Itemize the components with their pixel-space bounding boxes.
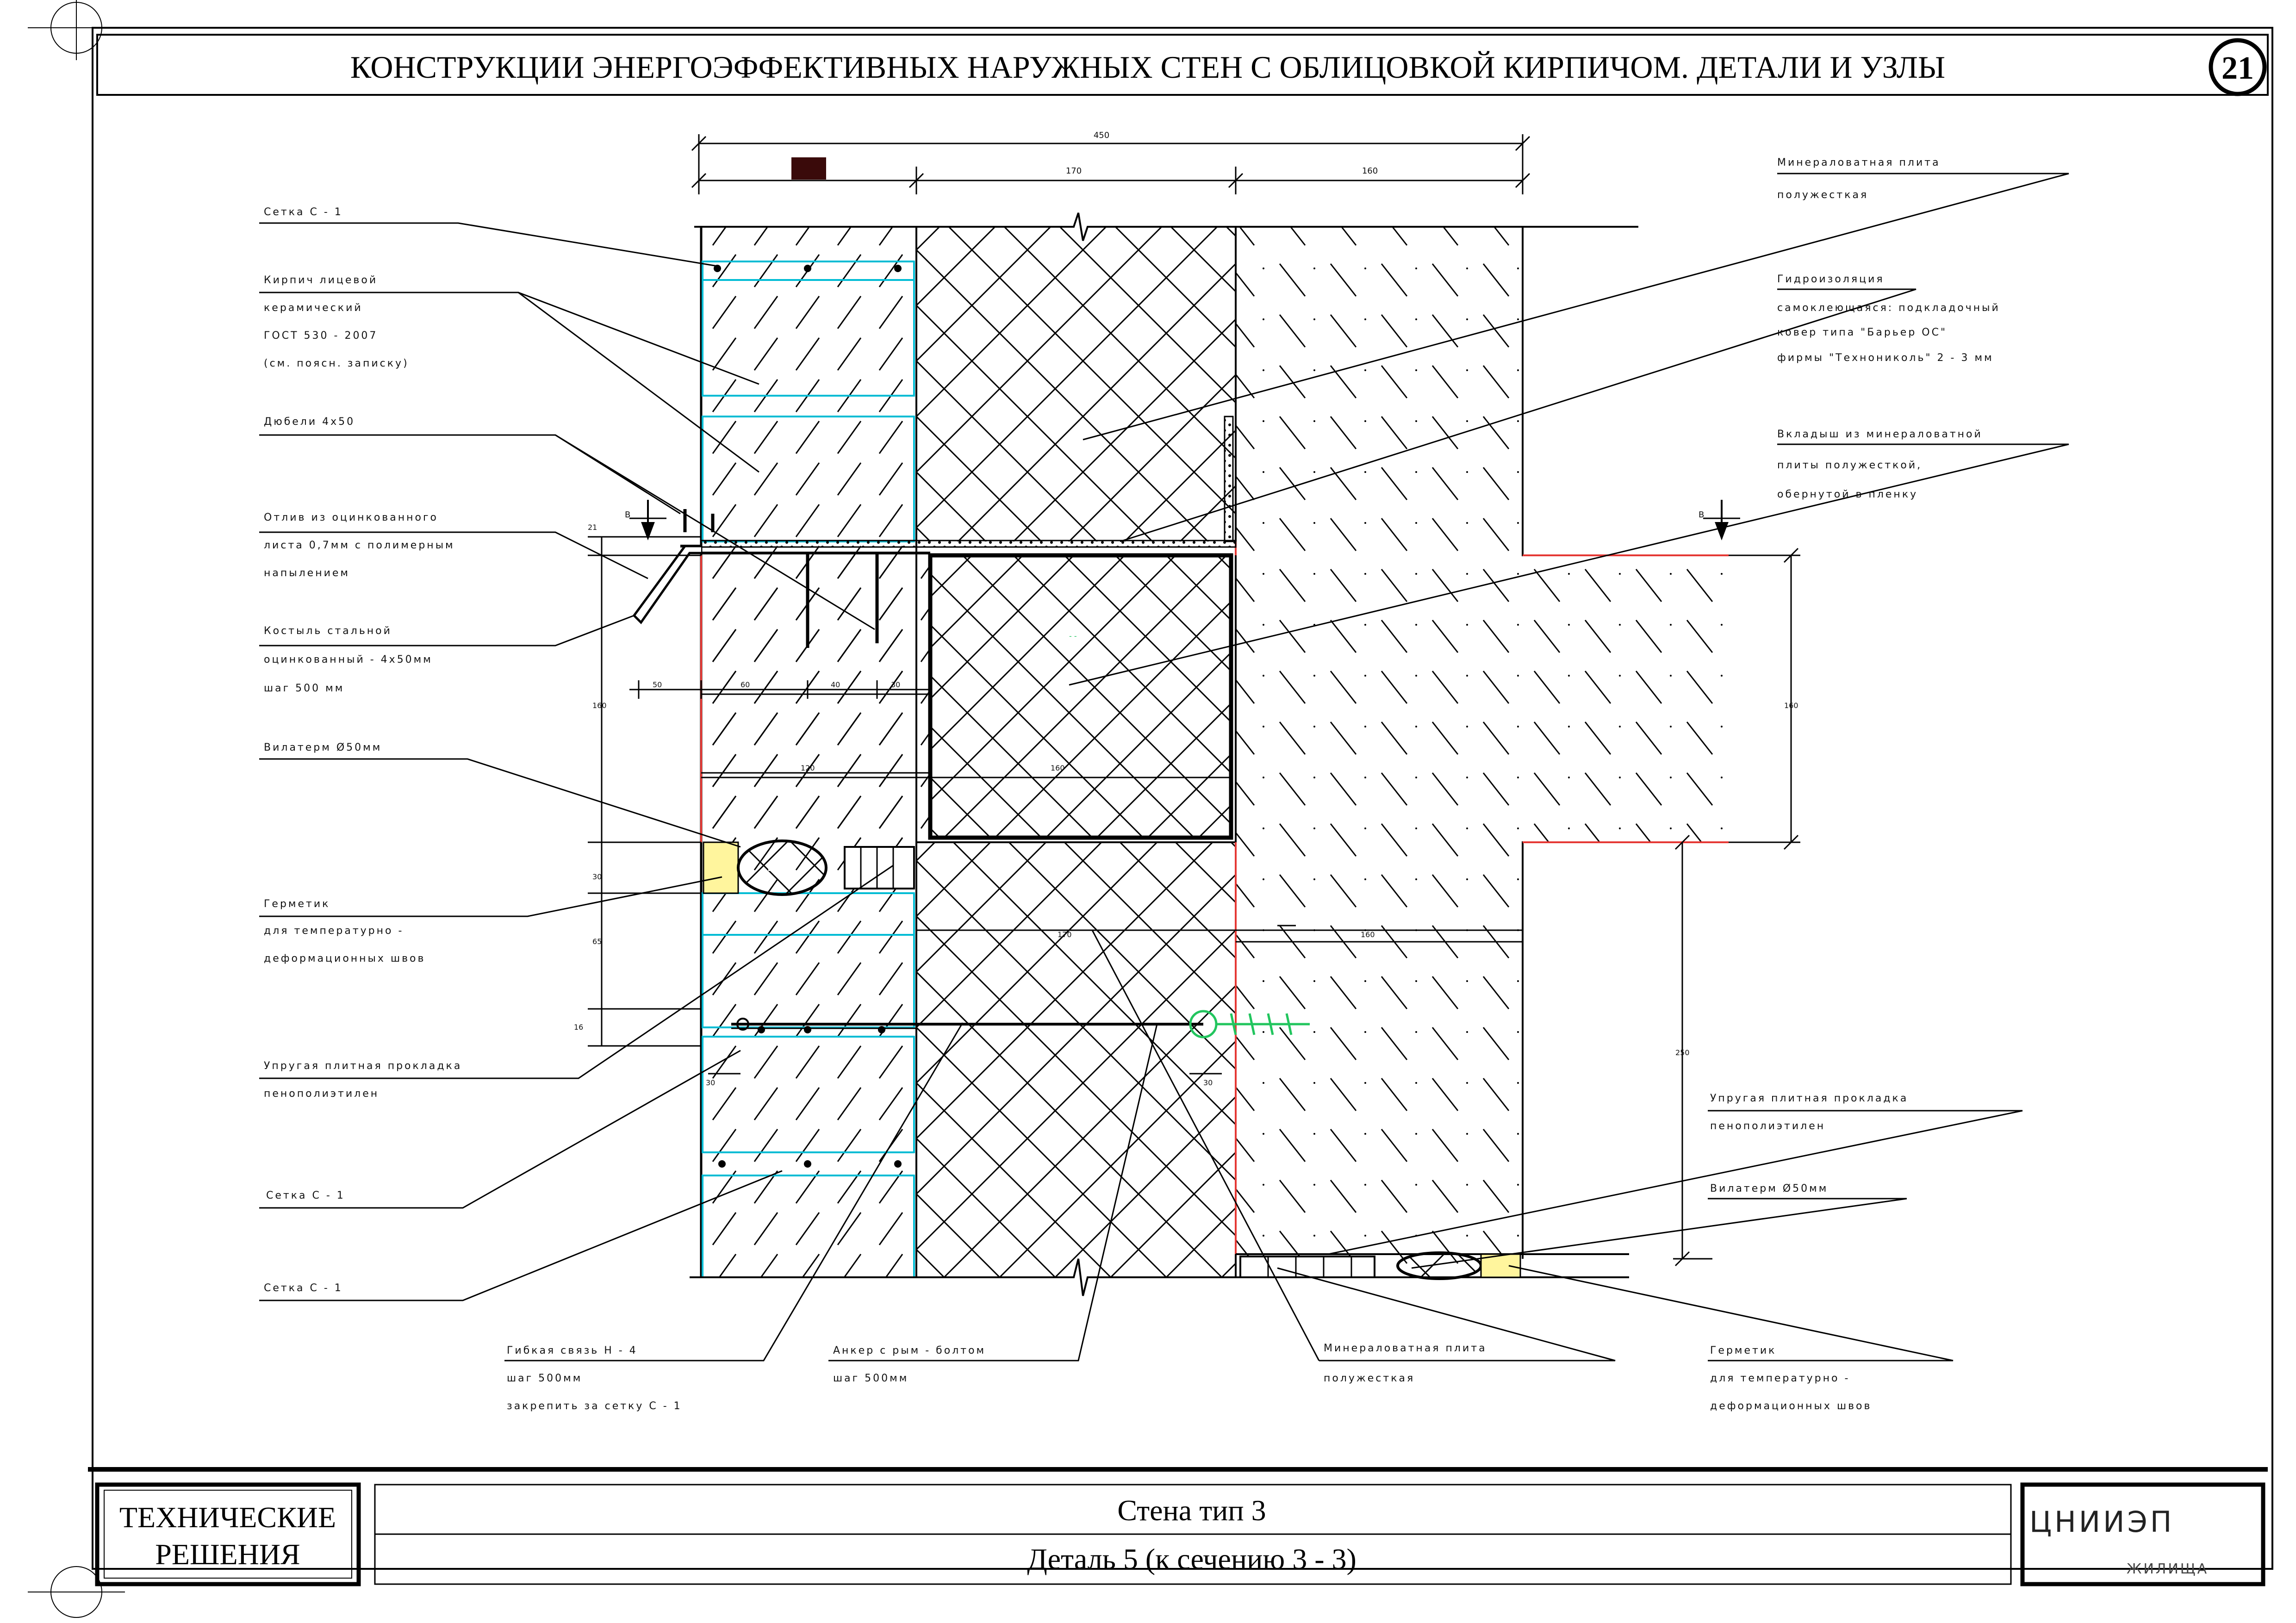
footer-org: ЦНИИЭП xyxy=(2029,1505,2174,1539)
callout-labels: Сетка С - 1 Кирпич лицевой керамический … xyxy=(264,157,2000,1412)
dim-row-50: 50 xyxy=(653,680,662,689)
label-gidro-3: ковер типа "Барьер ОС" xyxy=(1777,327,1947,338)
label-germetik-right-2: для температурно - xyxy=(1710,1373,1850,1384)
footer-tech-line1: ТЕХНИЧЕСКИЕ xyxy=(119,1501,336,1534)
dim-left-a: 21 xyxy=(588,523,597,532)
label-mineral-top-1: Минераловатная плита xyxy=(1777,157,1941,168)
brick-below-shelf xyxy=(700,555,930,842)
dim-tie-30a: 30 xyxy=(706,1078,715,1087)
flexible-tie xyxy=(731,1018,1203,1033)
label-mineral-bottom-2: полужесткая xyxy=(1324,1373,1415,1384)
label-mineral-bottom-1: Минераловатная плита xyxy=(1324,1343,1487,1354)
dim-insulation: 170 xyxy=(1066,166,1082,176)
dim-tie-30b: 30 xyxy=(1203,1078,1213,1087)
dim-row-60: 60 xyxy=(740,680,750,689)
dim-wall: 160 xyxy=(1362,166,1378,176)
label-otliv-2: листа 0,7мм с полимерным xyxy=(264,540,455,551)
anchor-ring-bolt xyxy=(1189,1010,1310,1038)
label-vkladysh-1: Вкладыш из минераловатной xyxy=(1777,429,1983,440)
label-kirpich-3: ГОСТ 530 - 2007 xyxy=(264,330,378,342)
dim-total: 450 xyxy=(1094,131,1109,140)
dim-left-b: 160 xyxy=(592,701,607,710)
label-germetik-left-3: деформационных швов xyxy=(264,953,425,964)
label-anker-1: Анкер с рым - болтом xyxy=(833,1345,986,1356)
dim-mid-120: 120 xyxy=(801,764,815,772)
insulation-insert: - - xyxy=(928,553,1233,840)
label-germetik-left-2: для температурно - xyxy=(264,925,404,937)
label-setka-3: Сетка С - 1 xyxy=(264,1282,343,1294)
dim-mid-160b: 160 xyxy=(1361,930,1375,939)
dim-right-250: 250 xyxy=(1675,1048,1690,1057)
sheet-number-badge xyxy=(2209,38,2267,96)
dim-mid-160: 160 xyxy=(1051,764,1065,772)
top-dimensions xyxy=(691,134,1531,194)
label-gibkaya-1: Гибкая связь Н - 4 xyxy=(507,1345,638,1356)
section-b-right: В xyxy=(1699,510,1704,520)
label-germetik-right-3: деформационных швов xyxy=(1710,1400,1872,1412)
label-vilaterm-left: Вилатерм Ø50мм xyxy=(264,742,382,753)
dim-row-40: 40 xyxy=(831,680,840,689)
sheet-number: 21 xyxy=(2221,50,2254,86)
dim-right-160: 160 xyxy=(1784,701,1798,710)
label-gibkaya-2: шаг 500мм xyxy=(507,1373,582,1384)
section-marker xyxy=(791,157,826,180)
label-germetik-right-1: Герметик xyxy=(1710,1345,1776,1356)
label-kostyl-2: оцинкованный - 4х50мм xyxy=(264,654,433,665)
label-gidro-4: фирмы "Технониколь" 2 - 3 мм xyxy=(1777,352,1994,364)
footer-org-sub: ЖИЛИЩА xyxy=(2127,1561,2209,1577)
dim-left-e: 16 xyxy=(574,1023,583,1032)
label-prokladka-left-1: Упругая плитная прокладка xyxy=(264,1060,462,1072)
waterproofing-strip xyxy=(680,416,1237,554)
label-anker-2: шаг 500мм xyxy=(833,1373,908,1384)
footer-detail: Деталь 5 (к сечению 3 - 3) xyxy=(1027,1542,1356,1575)
section-b-left: В xyxy=(625,510,630,520)
svg-text:- -: - - xyxy=(1069,632,1077,640)
mineral-wool-insulation xyxy=(916,227,1237,1277)
label-otliv-3: напылением xyxy=(264,567,350,579)
label-setka-1: Сетка С - 1 xyxy=(264,206,343,218)
label-kirpich-1: Кирпич лицевой xyxy=(264,274,378,286)
sheet-frame xyxy=(28,0,2273,1618)
dim-mid-170: 170 xyxy=(1058,930,1072,939)
label-vilaterm-right: Вилатерм Ø50мм xyxy=(1710,1183,1828,1194)
label-vkladysh-3: обернутой в пленку xyxy=(1777,489,1918,500)
footer-wall-type: Стена тип 3 xyxy=(1117,1494,1266,1527)
label-kostyl-1: Костыль стальной xyxy=(264,625,392,637)
leader-lines xyxy=(259,173,2069,1362)
label-kirpich-2: керамический xyxy=(264,302,363,314)
label-gibkaya-3: закрепить за сетку С - 1 xyxy=(507,1400,682,1412)
label-mineral-top-2: полужесткая xyxy=(1777,189,1868,201)
label-prokladka-right-2: пенополиэтилен xyxy=(1710,1120,1825,1132)
dim-left-c: 30 xyxy=(592,872,602,881)
dim-row-30: 30 xyxy=(891,680,900,689)
title-block xyxy=(95,1482,2265,1586)
label-dyubeli: Дюбели 4х50 xyxy=(264,416,355,428)
label-prokladka-left-2: пенополиэтилен xyxy=(264,1088,379,1100)
left-joint xyxy=(703,839,915,896)
label-vkladysh-2: плиты полужесткой, xyxy=(1777,460,1922,471)
dowels xyxy=(683,509,879,648)
sheet-title: КОНСТРУКЦИИ ЭНЕРГОЭФФЕКТИВНЫХ НАРУЖНЫХ С… xyxy=(350,50,1945,85)
label-kostyl-3: шаг 500 мм xyxy=(264,683,344,694)
label-otliv-1: Отлив из оцинкованного xyxy=(264,512,438,523)
right-dimensions xyxy=(1673,547,1800,1267)
label-kirpich-4: (см. поясн. записку) xyxy=(264,358,409,369)
footer-tech-line2: РЕШЕНИЯ xyxy=(155,1538,300,1571)
right-joint xyxy=(1239,1251,1521,1280)
label-setka-2: Сетка С - 1 xyxy=(266,1190,345,1201)
label-prokladka-right-1: Упругая плитная прокладка xyxy=(1710,1093,1908,1104)
dim-left-d: 65 xyxy=(592,937,602,946)
label-germetik-left-1: Герметик xyxy=(264,898,330,910)
label-gidro-1: Гидроизоляция xyxy=(1777,274,1885,285)
concrete-wall xyxy=(1235,227,1752,1277)
drip-flashing xyxy=(632,545,701,624)
label-gidro-2: самоклеющаяся: подкладочный xyxy=(1777,302,2000,314)
